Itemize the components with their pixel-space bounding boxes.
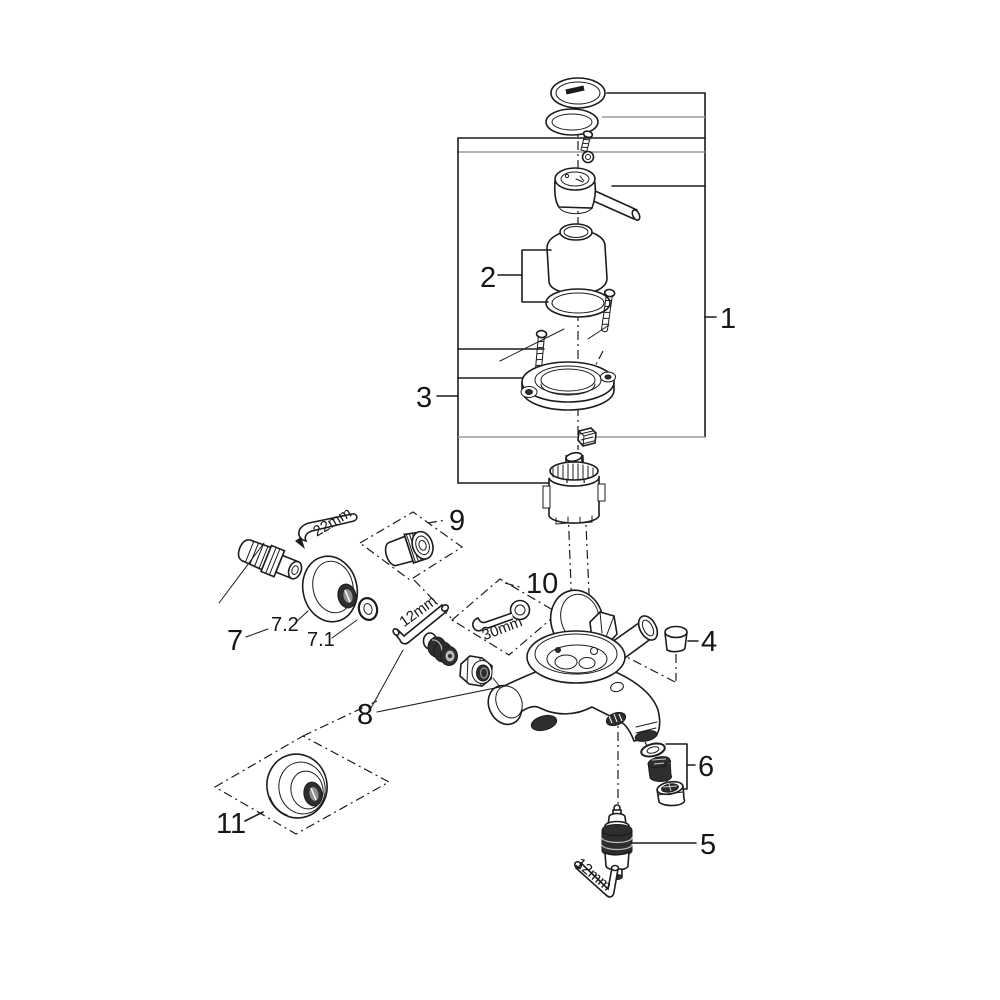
labels-part-8: 8 xyxy=(357,649,501,731)
wall-escutcheon-7-2 xyxy=(301,555,359,623)
bracket-part-1: 1 xyxy=(457,92,736,438)
faucet-body xyxy=(487,589,661,742)
lever-handle xyxy=(553,167,641,221)
mounting-screw-right xyxy=(601,288,616,333)
mounting-screw-left xyxy=(534,329,548,373)
dim-22mm: 22mm xyxy=(310,504,354,540)
handle-cap-plug xyxy=(550,77,606,109)
callout-10: 10 xyxy=(526,568,558,600)
callout-7-1: 7.1 xyxy=(307,629,335,651)
mounting-flange xyxy=(520,361,616,411)
diverter-knob-hole xyxy=(610,681,624,693)
labels-part-7: 7 7.2 7.1 xyxy=(218,542,358,657)
threaded-adapter xyxy=(384,530,434,567)
wrench-22mm: 22mm xyxy=(295,504,358,549)
callout-8: 8 xyxy=(357,699,373,731)
wrench-arrow xyxy=(295,537,305,549)
s-union xyxy=(237,538,303,580)
cover-dome-cap xyxy=(546,223,608,295)
mixer-cartridge xyxy=(542,451,606,525)
callout-11: 11 xyxy=(216,808,246,840)
cone-plug-4: 4 xyxy=(664,625,717,658)
cap-o-ring xyxy=(545,108,599,136)
callout-3: 3 xyxy=(416,382,432,414)
callout-4: 4 xyxy=(701,626,717,658)
diverter-cartridge-5: 5 xyxy=(601,804,716,880)
callout-7-2: 7.2 xyxy=(271,614,299,636)
callout-6: 6 xyxy=(698,751,714,783)
check-valve-insert xyxy=(422,632,458,666)
underside-port xyxy=(530,714,558,732)
bracket-part-2: 2 xyxy=(480,249,552,303)
handle-screw xyxy=(580,130,594,152)
callout-2: 2 xyxy=(480,262,496,294)
part-10-box: 10 xyxy=(450,568,560,656)
part-9-box: 9 xyxy=(358,505,465,581)
aerator-housing xyxy=(656,780,686,807)
washer-7-1 xyxy=(357,597,379,621)
rosette-escutcheon xyxy=(266,753,328,819)
dome-o-ring xyxy=(545,288,611,318)
cartridge-square-nut xyxy=(577,427,597,447)
callout-5: 5 xyxy=(700,829,716,861)
callout-9: 9 xyxy=(449,505,465,537)
callout-7: 7 xyxy=(227,625,243,657)
cartridge-seat xyxy=(526,630,626,684)
aerator-group-6: 6 xyxy=(640,742,714,807)
wrench-30mm: 30mm xyxy=(472,599,531,644)
hex-key-12mm-top: 12mm xyxy=(392,592,450,645)
spout-tip-opening xyxy=(634,730,658,742)
handle-nut xyxy=(581,150,595,164)
callout-1: 1 xyxy=(720,303,736,335)
union-nut xyxy=(459,655,493,687)
part-11-box: 11 xyxy=(213,735,391,840)
